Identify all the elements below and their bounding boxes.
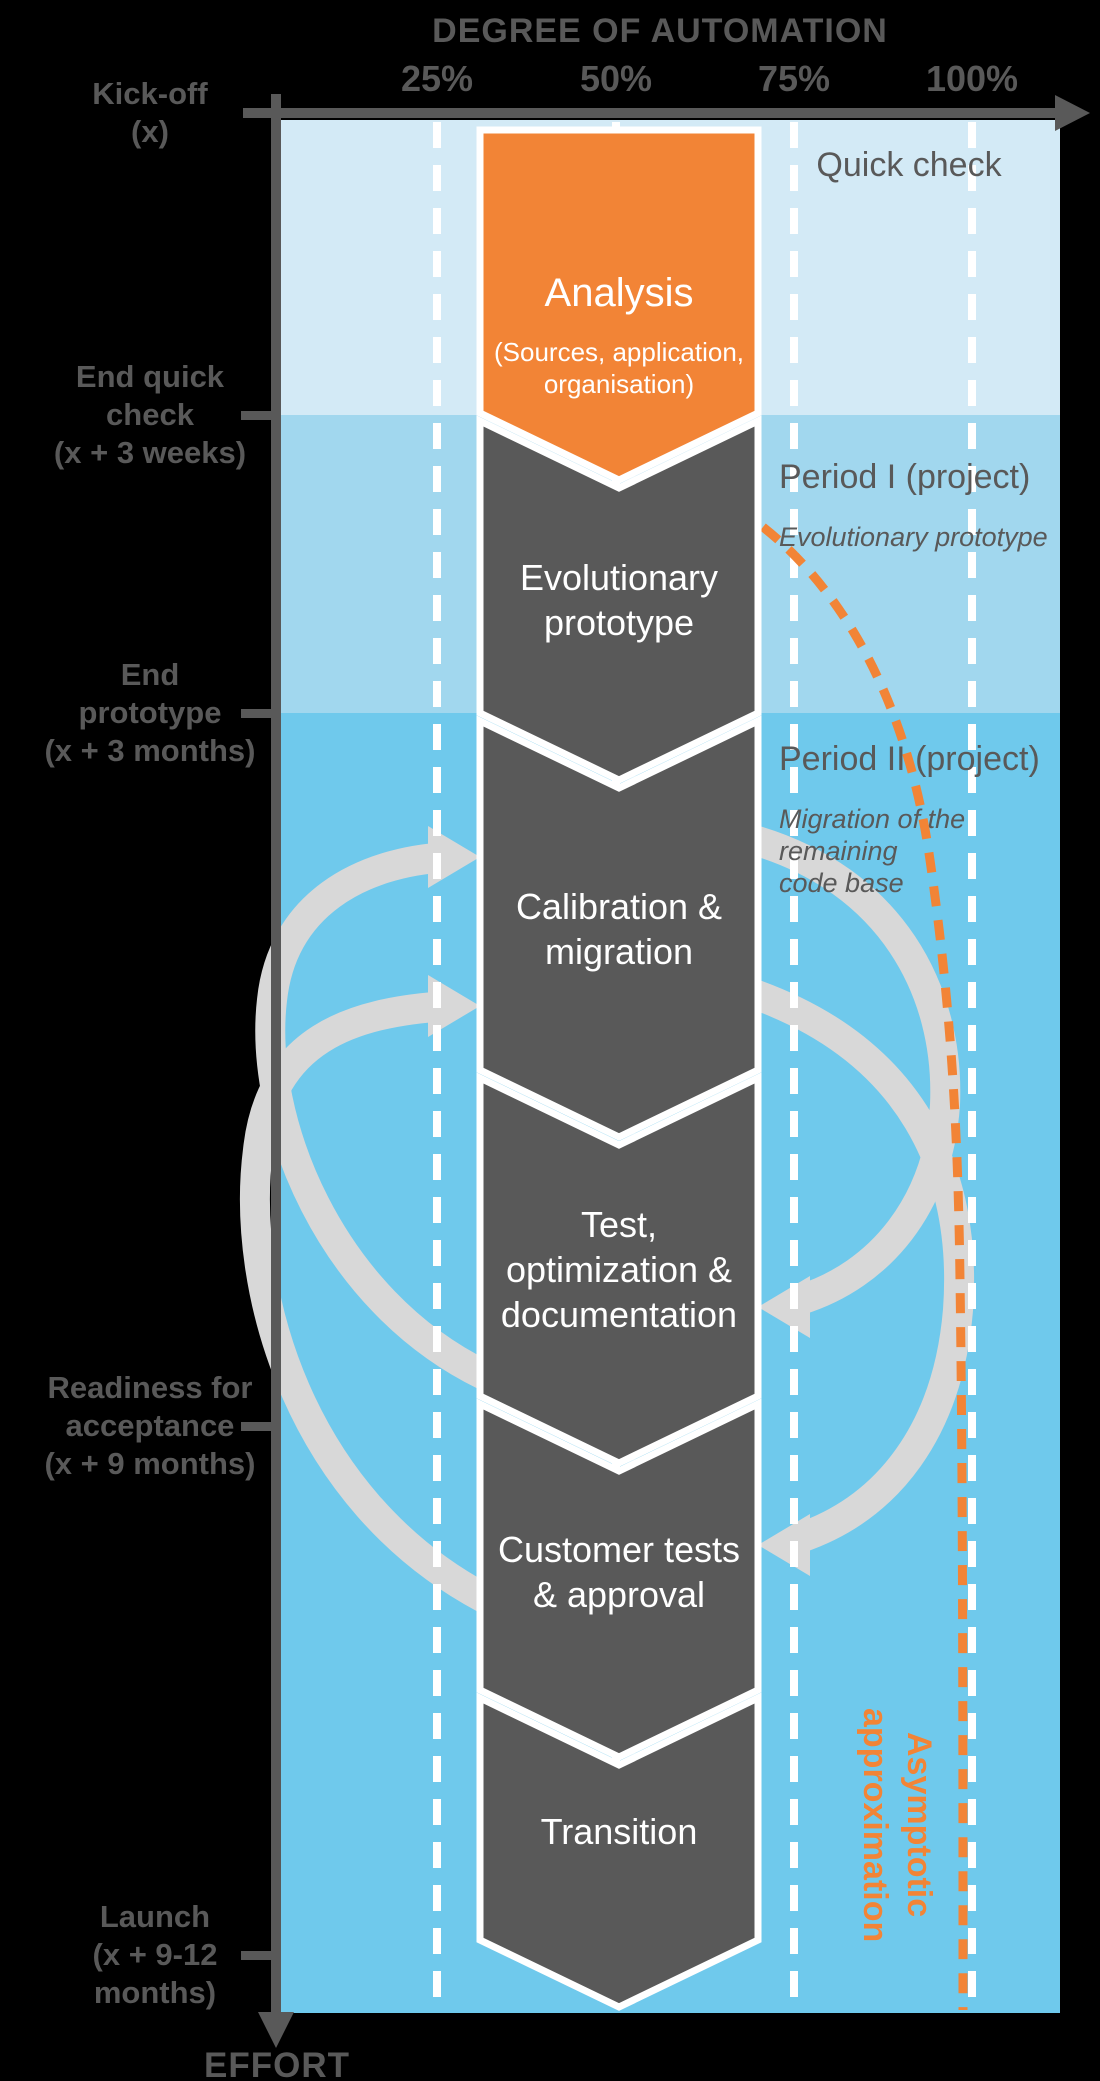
period-1-label: Period I (project) Evolutionary prototyp… <box>779 440 1079 571</box>
chevron-calibration-migration <box>476 715 762 1141</box>
milestone-end-prototype: End prototype (x + 3 months) <box>44 657 256 768</box>
tick-label-100: 100% <box>925 58 1019 99</box>
y-axis-line <box>271 94 281 2015</box>
phase-chevrons <box>476 126 762 2011</box>
phase-transition-label: Transition <box>540 1811 698 1852</box>
loop-arrow-left-2 <box>239 991 492 1612</box>
phase-test-optimization-documentation-label: Test, optimization & documentation <box>500 1204 738 1335</box>
milestone-readiness: Readiness for acceptance (x + 9 months) <box>44 1370 256 1481</box>
loop-arrow-right-1 <box>749 825 961 1315</box>
tick-end-quick-check <box>241 411 272 420</box>
period-quick-check-title: Quick check <box>816 146 1002 184</box>
period-2-subtitle: Migration of the remaining code base <box>779 804 966 898</box>
milestone-launch: Launch (x + 9-12 months) <box>92 1899 218 2010</box>
axes <box>241 94 1090 2048</box>
tick-label-50: 50% <box>579 58 653 99</box>
tick-end-prototype <box>241 709 272 718</box>
chevron-transition <box>476 1692 762 2011</box>
period-1-subtitle: Evolutionary prototype <box>779 522 1048 552</box>
phase-customer-tests-approval-label: Customer tests & approval <box>497 1529 741 1615</box>
tick-readiness <box>241 1422 272 1431</box>
phase-evolutionary-prototype-label: Evolutionary prototype <box>519 557 719 643</box>
x-axis-title: DEGREE OF AUTOMATION <box>432 12 888 50</box>
chevron-analysis <box>476 126 762 484</box>
period-2-label: Period II (project) Migration of the rem… <box>779 722 1089 917</box>
period-1-title: Period I (project) <box>779 458 1031 496</box>
period-2-title: Period II (project) <box>779 740 1040 778</box>
chevron-test-optimization-documentation <box>476 1072 762 1467</box>
chevron-customer-tests-approval <box>476 1398 762 1761</box>
chevron-evolutionary-prototype <box>476 415 762 784</box>
asymptotic-curve <box>760 523 968 2011</box>
asymptotic-approximation-label: Asymptotic approximation <box>856 1707 938 1943</box>
y-axis-title: EFFORT <box>204 2046 350 2081</box>
tick-label-75: 75% <box>757 58 831 99</box>
tick-label-25: 25% <box>400 58 474 99</box>
phase-calibration-migration-label: Calibration & migration <box>515 886 723 972</box>
tick-launch <box>241 1951 272 1960</box>
y-axis-arrowhead <box>258 2012 294 2048</box>
x-axis-line <box>243 108 1055 118</box>
milestone-end-quick-check: End quick check (x + 3 weeks) <box>53 359 247 470</box>
milestone-kick-off: Kick-off (x) <box>92 76 208 149</box>
phase-analysis-label: Analysis (Sources, application, organisa… <box>469 252 769 418</box>
phase-analysis-title: Analysis <box>544 271 694 315</box>
loop-arrow-left-1 <box>255 842 491 1389</box>
x-axis-arrowhead <box>1055 95 1090 131</box>
phase-analysis-subtitle: (Sources, application, organisation) <box>493 337 745 399</box>
